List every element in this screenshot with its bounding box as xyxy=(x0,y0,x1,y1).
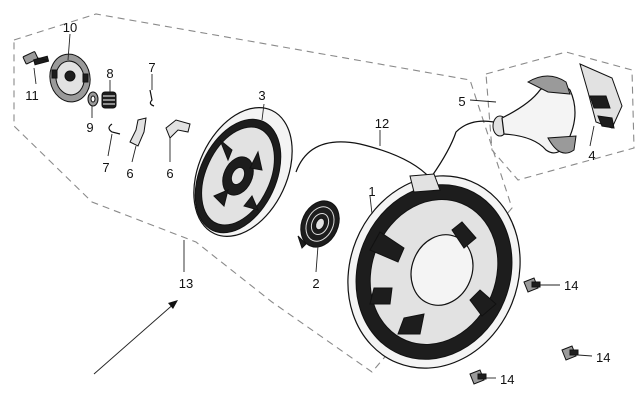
leader-line xyxy=(369,195,373,215)
starter-handle-icon xyxy=(492,75,577,154)
callout-13: 13 xyxy=(179,276,193,291)
flange-bolt-icon xyxy=(469,369,487,385)
callout-2: 2 xyxy=(312,276,319,291)
leader-line xyxy=(315,245,319,273)
pawl-spring-icon xyxy=(108,123,121,135)
recoil-housing-icon xyxy=(347,173,521,369)
pointer-arrow xyxy=(93,300,178,375)
callout-1: 1 xyxy=(368,184,375,199)
handle-insert-icon xyxy=(579,63,623,129)
callout-10: 10 xyxy=(63,20,77,35)
callout-14: 14 xyxy=(596,350,610,365)
callout-7: 7 xyxy=(102,160,109,175)
callout-6: 6 xyxy=(126,166,133,181)
callout-14: 14 xyxy=(564,278,578,293)
callout-4: 4 xyxy=(588,148,595,163)
callout-6: 6 xyxy=(166,166,173,181)
callout-5: 5 xyxy=(458,94,465,109)
assembly-boundary-13 xyxy=(13,13,513,373)
callout-9: 9 xyxy=(86,120,93,135)
callout-7: 7 xyxy=(148,60,155,75)
leader-line xyxy=(589,125,595,147)
washer-icon xyxy=(87,91,99,107)
starter-rope-icon xyxy=(295,120,495,179)
friction-plate-icon xyxy=(49,53,91,103)
callout-14: 14 xyxy=(500,372,514,387)
leader-line xyxy=(577,354,593,357)
leader-line xyxy=(107,133,113,157)
leader-line xyxy=(261,103,265,121)
center-bolt-icon xyxy=(22,51,50,66)
leader-line xyxy=(469,99,497,103)
pawl-spring-icon xyxy=(149,89,155,107)
flange-bolt-icon xyxy=(561,345,579,361)
leader-line xyxy=(33,67,37,85)
leader-line xyxy=(67,33,71,61)
spring-icon xyxy=(101,91,117,109)
recoil-spring-icon xyxy=(297,200,340,249)
pawl-icon xyxy=(165,119,191,139)
callout-8: 8 xyxy=(106,66,113,81)
rope-pulley-icon xyxy=(193,107,293,237)
callout-3: 3 xyxy=(258,88,265,103)
leader-line xyxy=(131,145,137,163)
callout-11: 11 xyxy=(25,88,39,103)
handle-subassembly-boundary xyxy=(485,51,635,181)
callout-12: 12 xyxy=(375,116,389,131)
pawl-icon xyxy=(129,117,147,147)
flange-bolt-icon xyxy=(523,277,541,293)
